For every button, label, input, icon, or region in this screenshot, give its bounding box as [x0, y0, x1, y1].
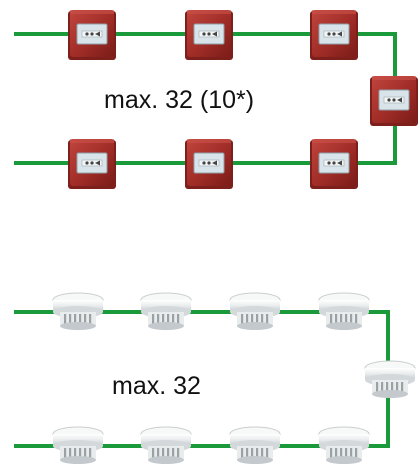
detector-device-1 — [52, 292, 104, 331]
detector-loop-wire — [14, 310, 390, 448]
detector-loop-label: max. 32 — [112, 372, 201, 400]
detector-device-4 — [318, 292, 370, 331]
callpoint-device-2 — [184, 9, 234, 61]
detector-device-7 — [140, 426, 192, 465]
callpoint-device-4 — [369, 75, 418, 127]
callpoint-device-7 — [309, 138, 359, 190]
detector-loop: max. 32 — [14, 292, 416, 465]
detector-device-3 — [229, 292, 281, 331]
detector-device-2 — [140, 292, 192, 331]
callpoint-device-6 — [184, 138, 234, 190]
callpoint-device-5 — [67, 138, 117, 190]
callpoint-device-3 — [309, 9, 359, 61]
callpoint-device-1 — [67, 9, 117, 61]
detector-device-9 — [318, 426, 370, 465]
callpoint-loop-label: max. 32 (10*) — [104, 86, 254, 114]
detector-device-6 — [52, 426, 104, 465]
detector-device-5 — [364, 360, 416, 399]
callpoint-loop: max. 32 (10*) — [14, 9, 418, 190]
detector-device-8 — [229, 426, 281, 465]
